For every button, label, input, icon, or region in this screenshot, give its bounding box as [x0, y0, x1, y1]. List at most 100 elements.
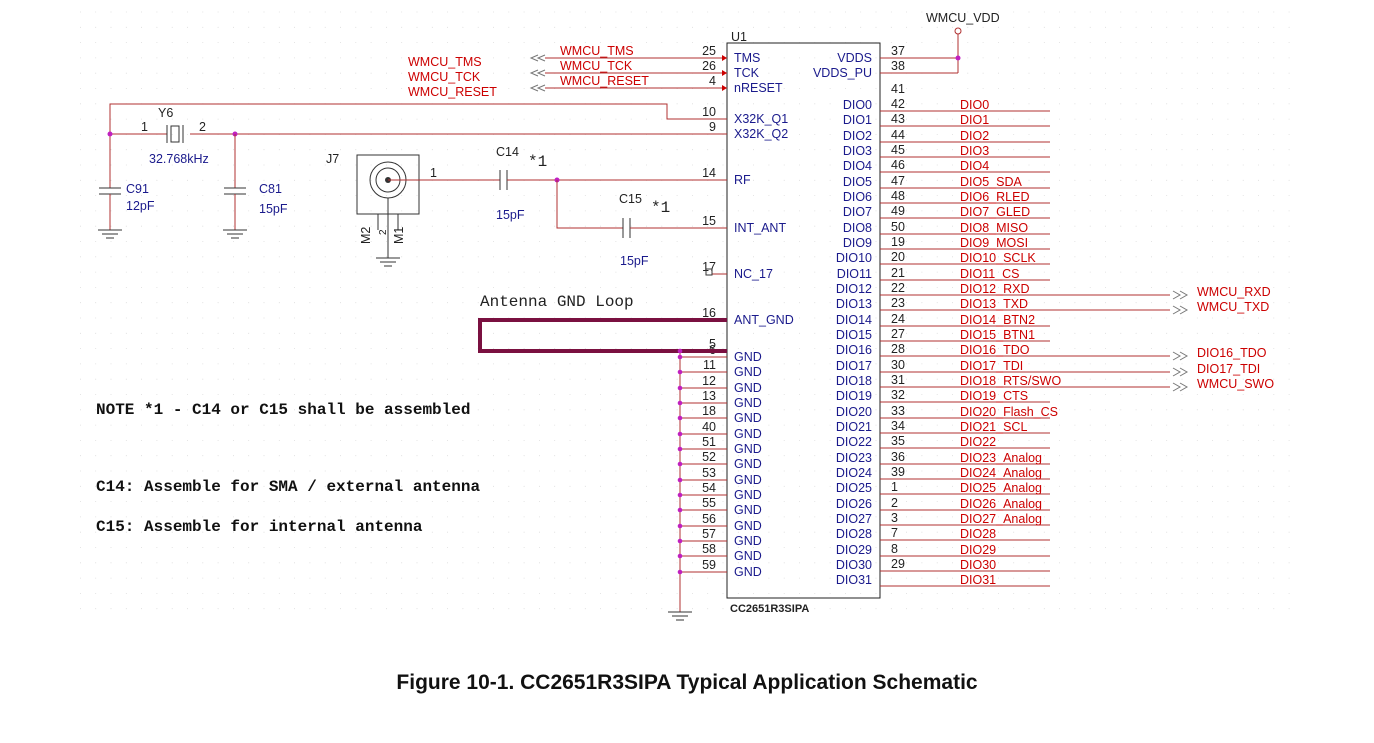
- chip-part-number: CC2651R3SIPA: [730, 603, 809, 615]
- left-pin-name: GND: [734, 350, 762, 364]
- gnd-junction-dot: [677, 446, 683, 452]
- left-pin-number: 51: [702, 435, 716, 449]
- offpage-label: WMCU_SWO: [1197, 377, 1274, 391]
- dio-net-label: DIO9_MOSI: [960, 236, 1028, 250]
- left-pin-number: 52: [702, 450, 716, 464]
- left-pin-name: GND: [734, 565, 762, 579]
- left-pin-name: GND: [734, 427, 762, 441]
- left-pin-name: X32K_Q1: [734, 112, 788, 126]
- crystal-circuit: Y6 1 2 32.768kHz C91 12pF C81 15pF: [98, 103, 727, 239]
- c81-ground-icon: [223, 229, 247, 239]
- left-pin-number: 56: [702, 512, 716, 526]
- tck-offpage-arrow: [529, 69, 546, 77]
- left-pin-number: 55: [702, 496, 716, 510]
- right-pin-number: 38: [891, 59, 905, 73]
- dio-net-label: DIO8_MISO: [960, 221, 1028, 235]
- left-pin-number: 53: [702, 466, 716, 480]
- left-pin-name: nRESET: [734, 81, 783, 95]
- right-pin-number: 37: [891, 44, 905, 58]
- left-pin-name: GND: [734, 473, 762, 487]
- right-pin-name: DIO6: [843, 190, 872, 204]
- right-pin-number: 30: [891, 358, 905, 372]
- left-pin-number: 14: [702, 166, 716, 180]
- dio-net-label: DIO23_Analog: [960, 451, 1042, 465]
- dio-net-label: DIO12_RXD: [960, 282, 1029, 296]
- right-pin-name: DIO14: [836, 313, 872, 327]
- chip-refdes: U1: [731, 30, 747, 44]
- left-pin-number: 16: [702, 306, 716, 320]
- vdd-junction-dot: [955, 55, 961, 61]
- dio-net-label: DIO6_RLED: [960, 190, 1029, 204]
- dio-net-label: DIO2: [960, 129, 989, 143]
- left-pin-name: GND: [734, 457, 762, 471]
- right-pin-number: 1: [891, 480, 898, 494]
- left-pin-number: 15: [702, 214, 716, 228]
- right-pin-number: 22: [891, 281, 905, 295]
- left-pin-name: GND: [734, 534, 762, 548]
- left-pin-name: GND: [734, 442, 762, 456]
- note-assembly: NOTE *1 - C14 or C15 shall be assembled: [96, 401, 470, 419]
- j7-pin1: 1: [430, 166, 437, 180]
- dio-net-label: DIO28: [960, 527, 996, 541]
- left-pin-name: GND: [734, 365, 762, 379]
- antenna-gnd-loop: [478, 318, 727, 353]
- tck-net-label: WMCU_TCK: [560, 59, 633, 73]
- nc17-no-connect-icon: [705, 268, 713, 276]
- figure-caption: Figure 10-1. CC2651R3SIPA Typical Applic…: [396, 671, 978, 694]
- j7-pin-2: 2: [378, 229, 389, 235]
- gnd-junction-dot: [677, 369, 683, 375]
- gnd-junction-dot: [677, 461, 683, 467]
- left-pin-number: 5: [709, 337, 716, 351]
- dio-net-label: DIO5_SDA: [960, 175, 1022, 189]
- crystal-body-icon: [170, 125, 180, 143]
- left-pin-number: 18: [702, 404, 716, 418]
- crystal-refdes: Y6: [158, 106, 173, 120]
- gnd-junction-dot: [677, 538, 683, 544]
- right-pin-number: 21: [891, 266, 905, 280]
- right-pin-number: 43: [891, 112, 905, 126]
- right-pin-name: DIO12: [836, 282, 872, 296]
- dot-grid: [80, 11, 1290, 610]
- left-pin-name: GND: [734, 381, 762, 395]
- j7-refdes: J7: [326, 152, 339, 166]
- gnd-junction-dot: [677, 415, 683, 421]
- chip-ground-icon: [668, 611, 692, 621]
- offpage-arrow-icon: [1172, 382, 1189, 392]
- j7-pin-m2: M2: [359, 227, 373, 244]
- left-pin-name: GND: [734, 549, 762, 563]
- dio-net-label: DIO3: [960, 144, 989, 158]
- offpage-label: DIO16_TDO: [1197, 346, 1267, 360]
- right-pin-number: 28: [891, 342, 905, 356]
- right-pin-name: DIO15: [836, 328, 872, 342]
- left-pin-number: 12: [702, 374, 716, 388]
- rf-capacitors: C14 *1 15pF C15 *1 15pF: [470, 145, 727, 268]
- vdd-net-label: WMCU_VDD: [926, 11, 1000, 25]
- c14-refdes: C14: [496, 145, 519, 159]
- right-pin-name: DIO2: [843, 129, 872, 143]
- j7-ground-icon: [376, 257, 400, 267]
- right-pin-name: VDDS: [837, 51, 872, 65]
- j7-pin-m1: M1: [392, 227, 406, 244]
- gnd-junction-dot: [677, 507, 683, 513]
- c91-refdes: C91: [126, 182, 149, 196]
- right-pin-number: 44: [891, 128, 905, 142]
- note-c14: C14: Assemble for SMA / external antenna: [96, 478, 480, 496]
- dio-net-label: DIO15_BTN1: [960, 328, 1035, 342]
- left-pin-name: NC_17: [734, 267, 773, 281]
- right-pin-name: DIO4: [843, 159, 872, 173]
- c14-value: 15pF: [496, 208, 525, 222]
- right-pin-name: DIO8: [843, 221, 872, 235]
- left-pin-name: GND: [734, 519, 762, 533]
- right-pin-name: DIO28: [836, 527, 872, 541]
- right-pin-name: DIO1: [843, 113, 872, 127]
- offpage-arrow-icon: [1172, 305, 1189, 315]
- c15-value: 15pF: [620, 254, 649, 268]
- tms-offpage-arrow: [529, 54, 546, 62]
- offpage-label: WMCU_TXD: [1197, 300, 1269, 314]
- left-pin-number: 13: [702, 389, 716, 403]
- gnd-junction-dot: [677, 477, 683, 483]
- c81-refdes: C81: [259, 182, 282, 196]
- c81-value: 15pF: [259, 202, 288, 216]
- dio-net-label: DIO4: [960, 159, 989, 173]
